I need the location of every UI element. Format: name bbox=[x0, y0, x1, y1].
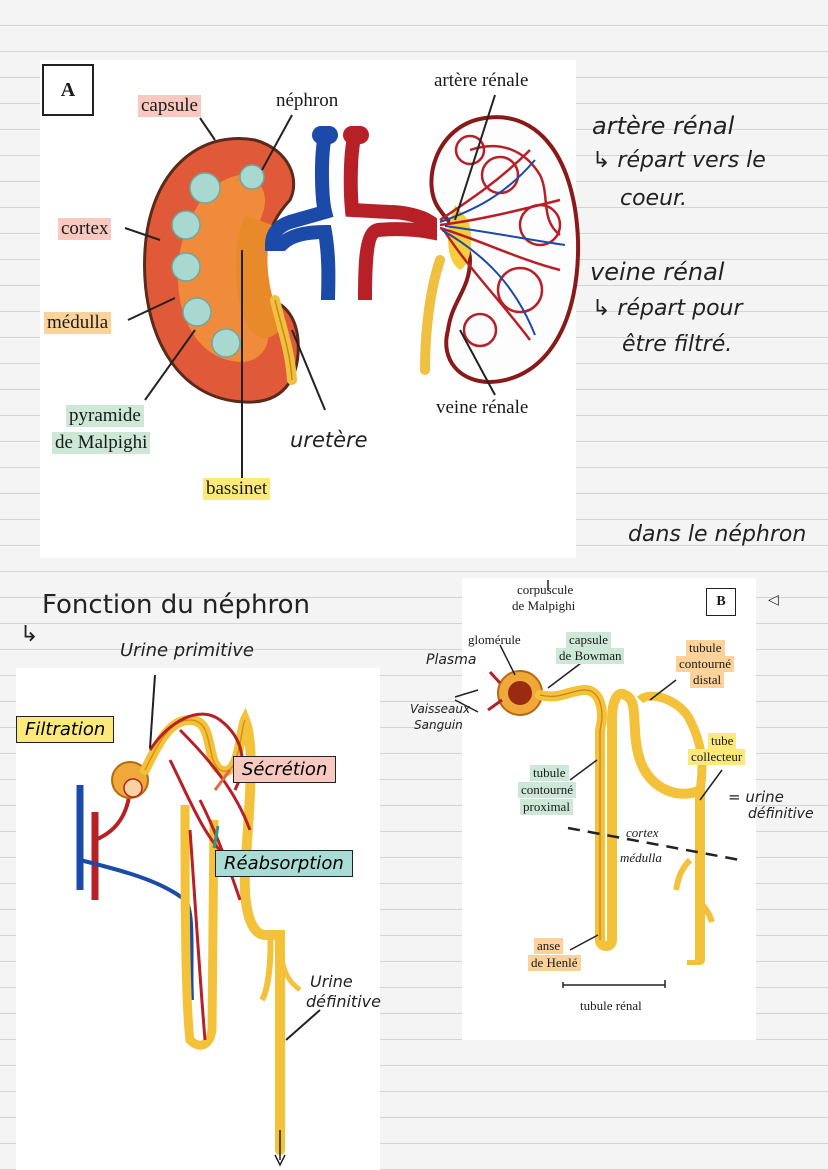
label-pyramide: pyramide bbox=[66, 405, 144, 427]
note-artere-1: artère rénal bbox=[592, 112, 735, 140]
label-secretion: Sécrétion bbox=[233, 756, 337, 783]
label-contourne-prox: contourné bbox=[518, 782, 576, 798]
label-urine-def-b-2: définitive bbox=[748, 806, 814, 822]
label-de-henle: de Henlé bbox=[528, 955, 581, 971]
label-sanguin: Sanguin bbox=[414, 718, 463, 732]
label-b-triangle: ◁ bbox=[768, 592, 779, 608]
label-cortex: cortex bbox=[58, 218, 112, 240]
bassinet-area bbox=[235, 215, 282, 338]
label-de-malpighi: de Malpighi bbox=[52, 432, 151, 454]
label-contourne-distal: contourné bbox=[676, 656, 734, 672]
label-veine-renale: veine rénale bbox=[436, 397, 529, 418]
label-distal: distal bbox=[690, 672, 725, 688]
label-medulla: médulla bbox=[44, 312, 112, 334]
label-bassinet: bassinet bbox=[203, 478, 271, 500]
label-de-bowman: de Bowman bbox=[556, 648, 625, 664]
label-cortex-b: cortex bbox=[626, 825, 659, 840]
label-urine-def-c-1: Urine bbox=[310, 972, 353, 991]
right-kidney-vessels bbox=[439, 134, 562, 348]
label-tubule-prox: tubule bbox=[530, 765, 569, 781]
section-title: Fonction du néphron bbox=[42, 590, 310, 620]
note-veine-3: être filtré. bbox=[622, 332, 733, 357]
label-corpuscule: corpuscule bbox=[517, 582, 574, 597]
label-corpuscule-2: de Malpighi bbox=[512, 598, 576, 613]
label-tubule-distal: tubule bbox=[686, 640, 725, 656]
label-filtration: Filtration bbox=[16, 716, 115, 743]
kidney-right-outline bbox=[429, 115, 581, 385]
label-urine-def-b-1: = urine bbox=[728, 788, 784, 806]
label-urine-primitive: Urine primitive bbox=[120, 640, 254, 661]
label-plasma: Plasma bbox=[426, 652, 477, 668]
pyramids bbox=[171, 164, 265, 358]
note-veine-1: veine rénal bbox=[590, 258, 725, 286]
label-tube: tube bbox=[708, 733, 737, 749]
label-nephron: néphron bbox=[276, 90, 339, 111]
label-tubule-renal: tubule rénal bbox=[580, 998, 642, 1013]
label-capsule-b: capsule bbox=[566, 632, 611, 648]
note-artere-2: ↳ répart vers le bbox=[592, 148, 766, 173]
label-uretere: uretère bbox=[290, 428, 368, 452]
label-glomerule: glomérule bbox=[468, 632, 521, 647]
diagram-b-letter: B bbox=[706, 588, 736, 616]
label-collecteur: collecteur bbox=[688, 749, 746, 765]
renal-vein bbox=[264, 133, 336, 301]
renal-artery bbox=[343, 132, 437, 301]
note-dans-nephron: dans le néphron bbox=[628, 522, 807, 547]
diagram-a-letter: A bbox=[42, 64, 94, 116]
ureter-right bbox=[420, 255, 445, 375]
label-proximal: proximal bbox=[520, 799, 573, 815]
nephron-function-panel bbox=[16, 668, 380, 1170]
label-artere-renale: artère rénale bbox=[434, 70, 529, 91]
title-arrow: ↳ bbox=[20, 622, 39, 647]
label-urine-def-c-2: définitive bbox=[306, 992, 381, 1011]
note-artere-3: coeur. bbox=[620, 186, 688, 211]
label-vaisseaux: Vaisseaux bbox=[410, 702, 471, 716]
label-capsule: capsule bbox=[138, 95, 201, 117]
note-veine-2: ↳ répart pour bbox=[592, 296, 743, 321]
label-anse: anse bbox=[534, 938, 564, 954]
label-reabsorption: Réabsorption bbox=[215, 850, 353, 877]
label-medulla-b: médulla bbox=[620, 850, 662, 865]
